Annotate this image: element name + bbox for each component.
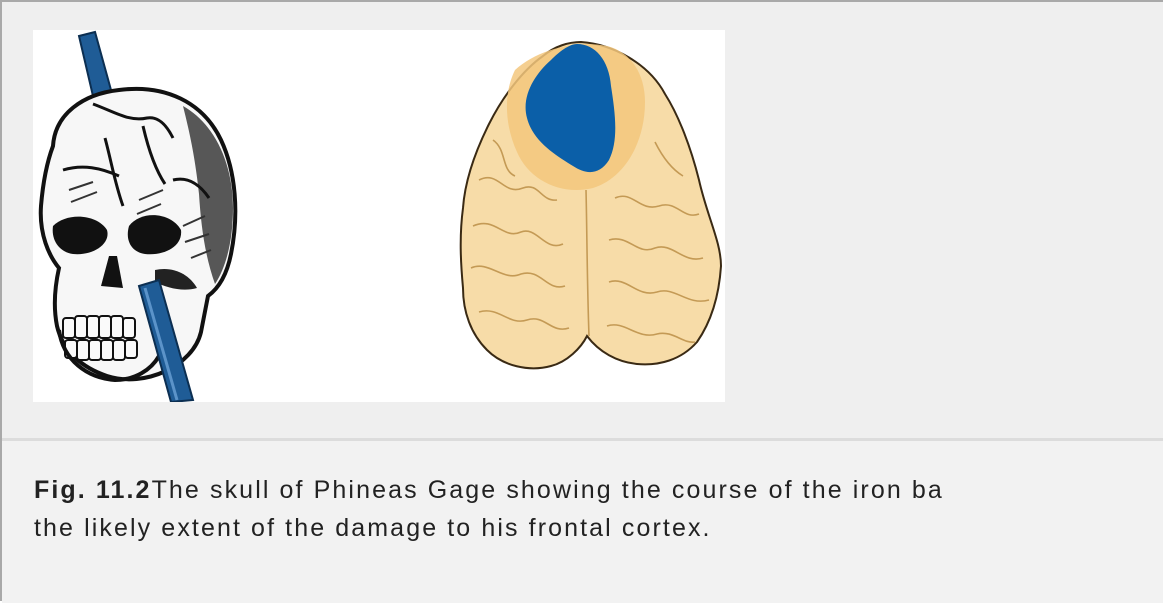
iron-rod-upper — [79, 32, 111, 96]
skull-illustration — [41, 32, 236, 402]
caption-line-1: Fig. 11.2The skull of Phineas Gage showi… — [34, 471, 1163, 509]
figure-image-area — [2, 2, 1163, 438]
figure-caption: Fig. 11.2The skull of Phineas Gage showi… — [34, 471, 1163, 547]
caption-text-1: The skull of Phineas Gage showing the co… — [152, 476, 944, 504]
phineas-gage-illustration — [33, 30, 725, 402]
caption-line-2: the likely extent of the damage to his f… — [34, 509, 1163, 547]
caption-area: Fig. 11.2The skull of Phineas Gage showi… — [2, 441, 1163, 603]
figure-image-panel — [33, 30, 725, 402]
figure-label: Fig. 11.2 — [34, 476, 152, 504]
teeth — [63, 316, 137, 360]
brain-illustration — [461, 42, 721, 368]
